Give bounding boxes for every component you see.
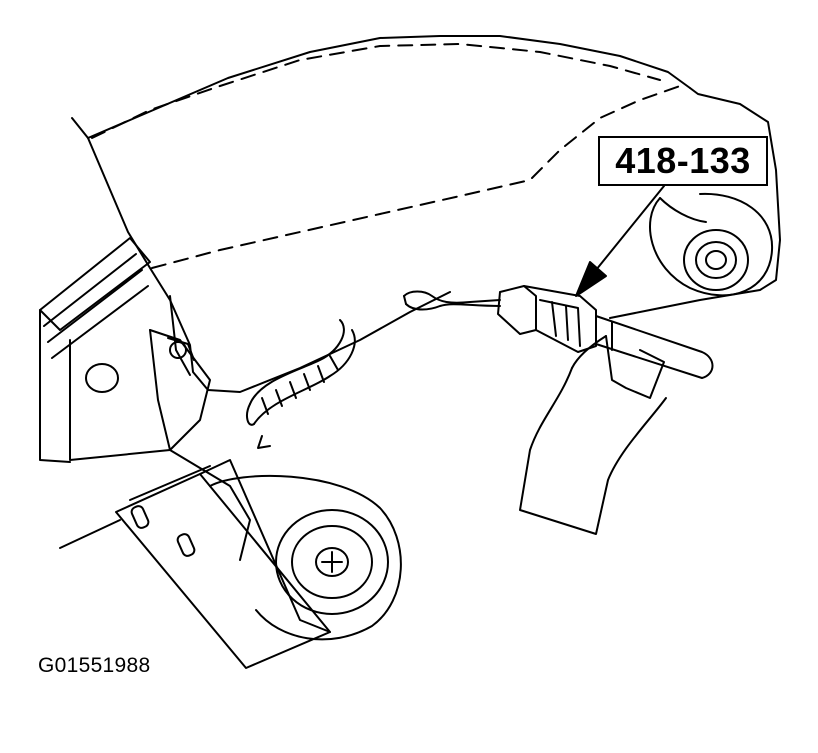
module-housing [72,36,780,392]
lower-mount-boss [210,476,401,640]
slotted-rail [60,450,330,668]
wire-harness [247,320,355,448]
figure-id-label: G01551988 [38,654,151,677]
sensor-wire [404,292,500,310]
tool-number-label: 418-133 [615,140,751,181]
tool-number-callout: 418-133 [598,136,768,186]
right-mount-boss [650,194,772,295]
left-bracket [40,238,210,462]
callout-leader-arrow [576,186,664,296]
special-tool-418-133 [498,286,713,534]
